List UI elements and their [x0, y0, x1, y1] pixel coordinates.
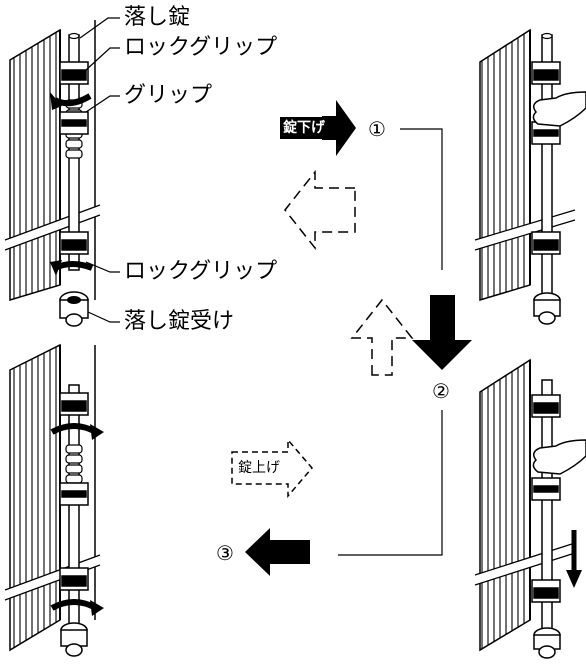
lock-up-outline-arrow — [231, 437, 313, 499]
down-arrow — [412, 295, 472, 370]
panel-bottom-left — [3, 343, 104, 657]
dashed-left-arrow — [284, 169, 356, 251]
panel-top-right — [473, 28, 586, 325]
label-lock-grip-top: ロックグリップ — [124, 35, 278, 60]
panel-bottom-right — [473, 358, 586, 659]
label-lock-grip-bottom: ロックグリップ — [124, 259, 278, 284]
flow-connectors — [338, 128, 443, 556]
step-1: ① — [368, 117, 386, 141]
left-arrow — [245, 528, 310, 576]
step-3: ③ — [216, 541, 234, 565]
panel-top-left — [3, 17, 120, 327]
tag-lock-down: 錠下げ — [280, 117, 328, 139]
lock-down-arrow — [322, 100, 356, 156]
tag-lock-up: 錠上げ — [238, 460, 280, 476]
step-2: ② — [432, 379, 450, 403]
label-grip: グリップ — [124, 83, 213, 108]
label-drop-lock: 落し錠 — [124, 5, 191, 30]
label-drop-lock-receiver: 落し錠受け — [124, 309, 235, 334]
dashed-up-arrow — [350, 298, 414, 376]
